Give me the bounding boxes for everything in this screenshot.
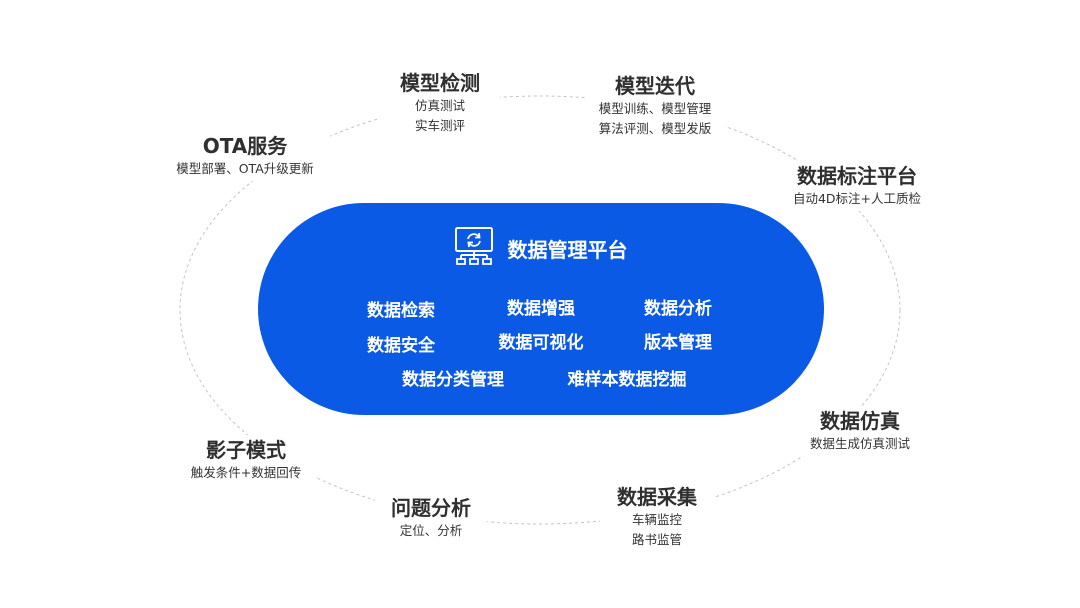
node-detail: 车辆监控 — [631, 512, 682, 527]
node-detail: 算法评测、模型发版 — [598, 121, 712, 136]
feature-data-analysis: 数据分析 — [644, 299, 712, 319]
feature-data-security: 数据安全 — [367, 336, 435, 356]
node-title: 数据标注平台 — [797, 164, 917, 188]
node-detail: 自动4D标注+人工质检 — [792, 191, 922, 206]
node-ota-service: OTA服务 模型部署、OTA升级更新 — [160, 131, 330, 181]
node-title: 影子模式 — [206, 438, 286, 462]
feature-data-visualization: 数据可视化 — [498, 333, 584, 353]
node-detail: 路书监管 — [631, 532, 682, 547]
data-management-monitor-icon — [454, 226, 494, 270]
node-model-iteration: 模型迭代 模型训练、模型管理 算法评测、模型发版 — [585, 71, 725, 141]
node-shadow-mode: 影子模式 触发条件+数据回传 — [176, 435, 316, 485]
node-data-collection: 数据采集 车辆监控 路书监管 — [600, 482, 714, 552]
node-data-annotation-platform: 数据标注平台 自动4D标注+人工质检 — [772, 161, 942, 211]
platform-title: 数据管理平台 — [507, 237, 628, 262]
node-title: 数据仿真 — [820, 409, 900, 433]
node-detail: 触发条件+数据回传 — [190, 465, 302, 480]
feature-data-classification: 数据分类管理 — [402, 370, 504, 390]
node-detail: 实车测评 — [414, 118, 465, 133]
data-management-platform: 数据管理平台 数据检索 数据增强 数据分析 数据安全 数据可视化 版本管理 数据… — [258, 203, 824, 415]
node-title: 模型迭代 — [615, 74, 695, 98]
node-model-testing: 模型检测 仿真测试 实车测评 — [380, 68, 500, 138]
node-detail: 仿真测试 — [414, 98, 465, 113]
platform-header: 数据管理平台 — [258, 226, 824, 272]
node-issue-analysis: 问题分析 定位、分析 — [375, 493, 487, 543]
feature-data-search: 数据检索 — [367, 301, 435, 321]
feature-data-augmentation: 数据增强 — [507, 299, 575, 319]
node-detail: 数据生成仿真测试 — [809, 436, 910, 451]
node-detail: 模型部署、OTA升级更新 — [176, 161, 314, 176]
node-title: OTA服务 — [202, 134, 288, 158]
feature-hard-sample-mining: 难样本数据挖掘 — [567, 370, 687, 390]
node-detail: 定位、分析 — [399, 523, 463, 538]
node-detail: 模型训练、模型管理 — [598, 101, 712, 116]
node-title: 模型检测 — [400, 71, 480, 95]
node-data-simulation: 数据仿真 数据生成仿真测试 — [790, 406, 930, 456]
node-title: 问题分析 — [391, 496, 471, 520]
feature-version-management: 版本管理 — [644, 333, 712, 353]
node-title: 数据采集 — [617, 485, 697, 509]
